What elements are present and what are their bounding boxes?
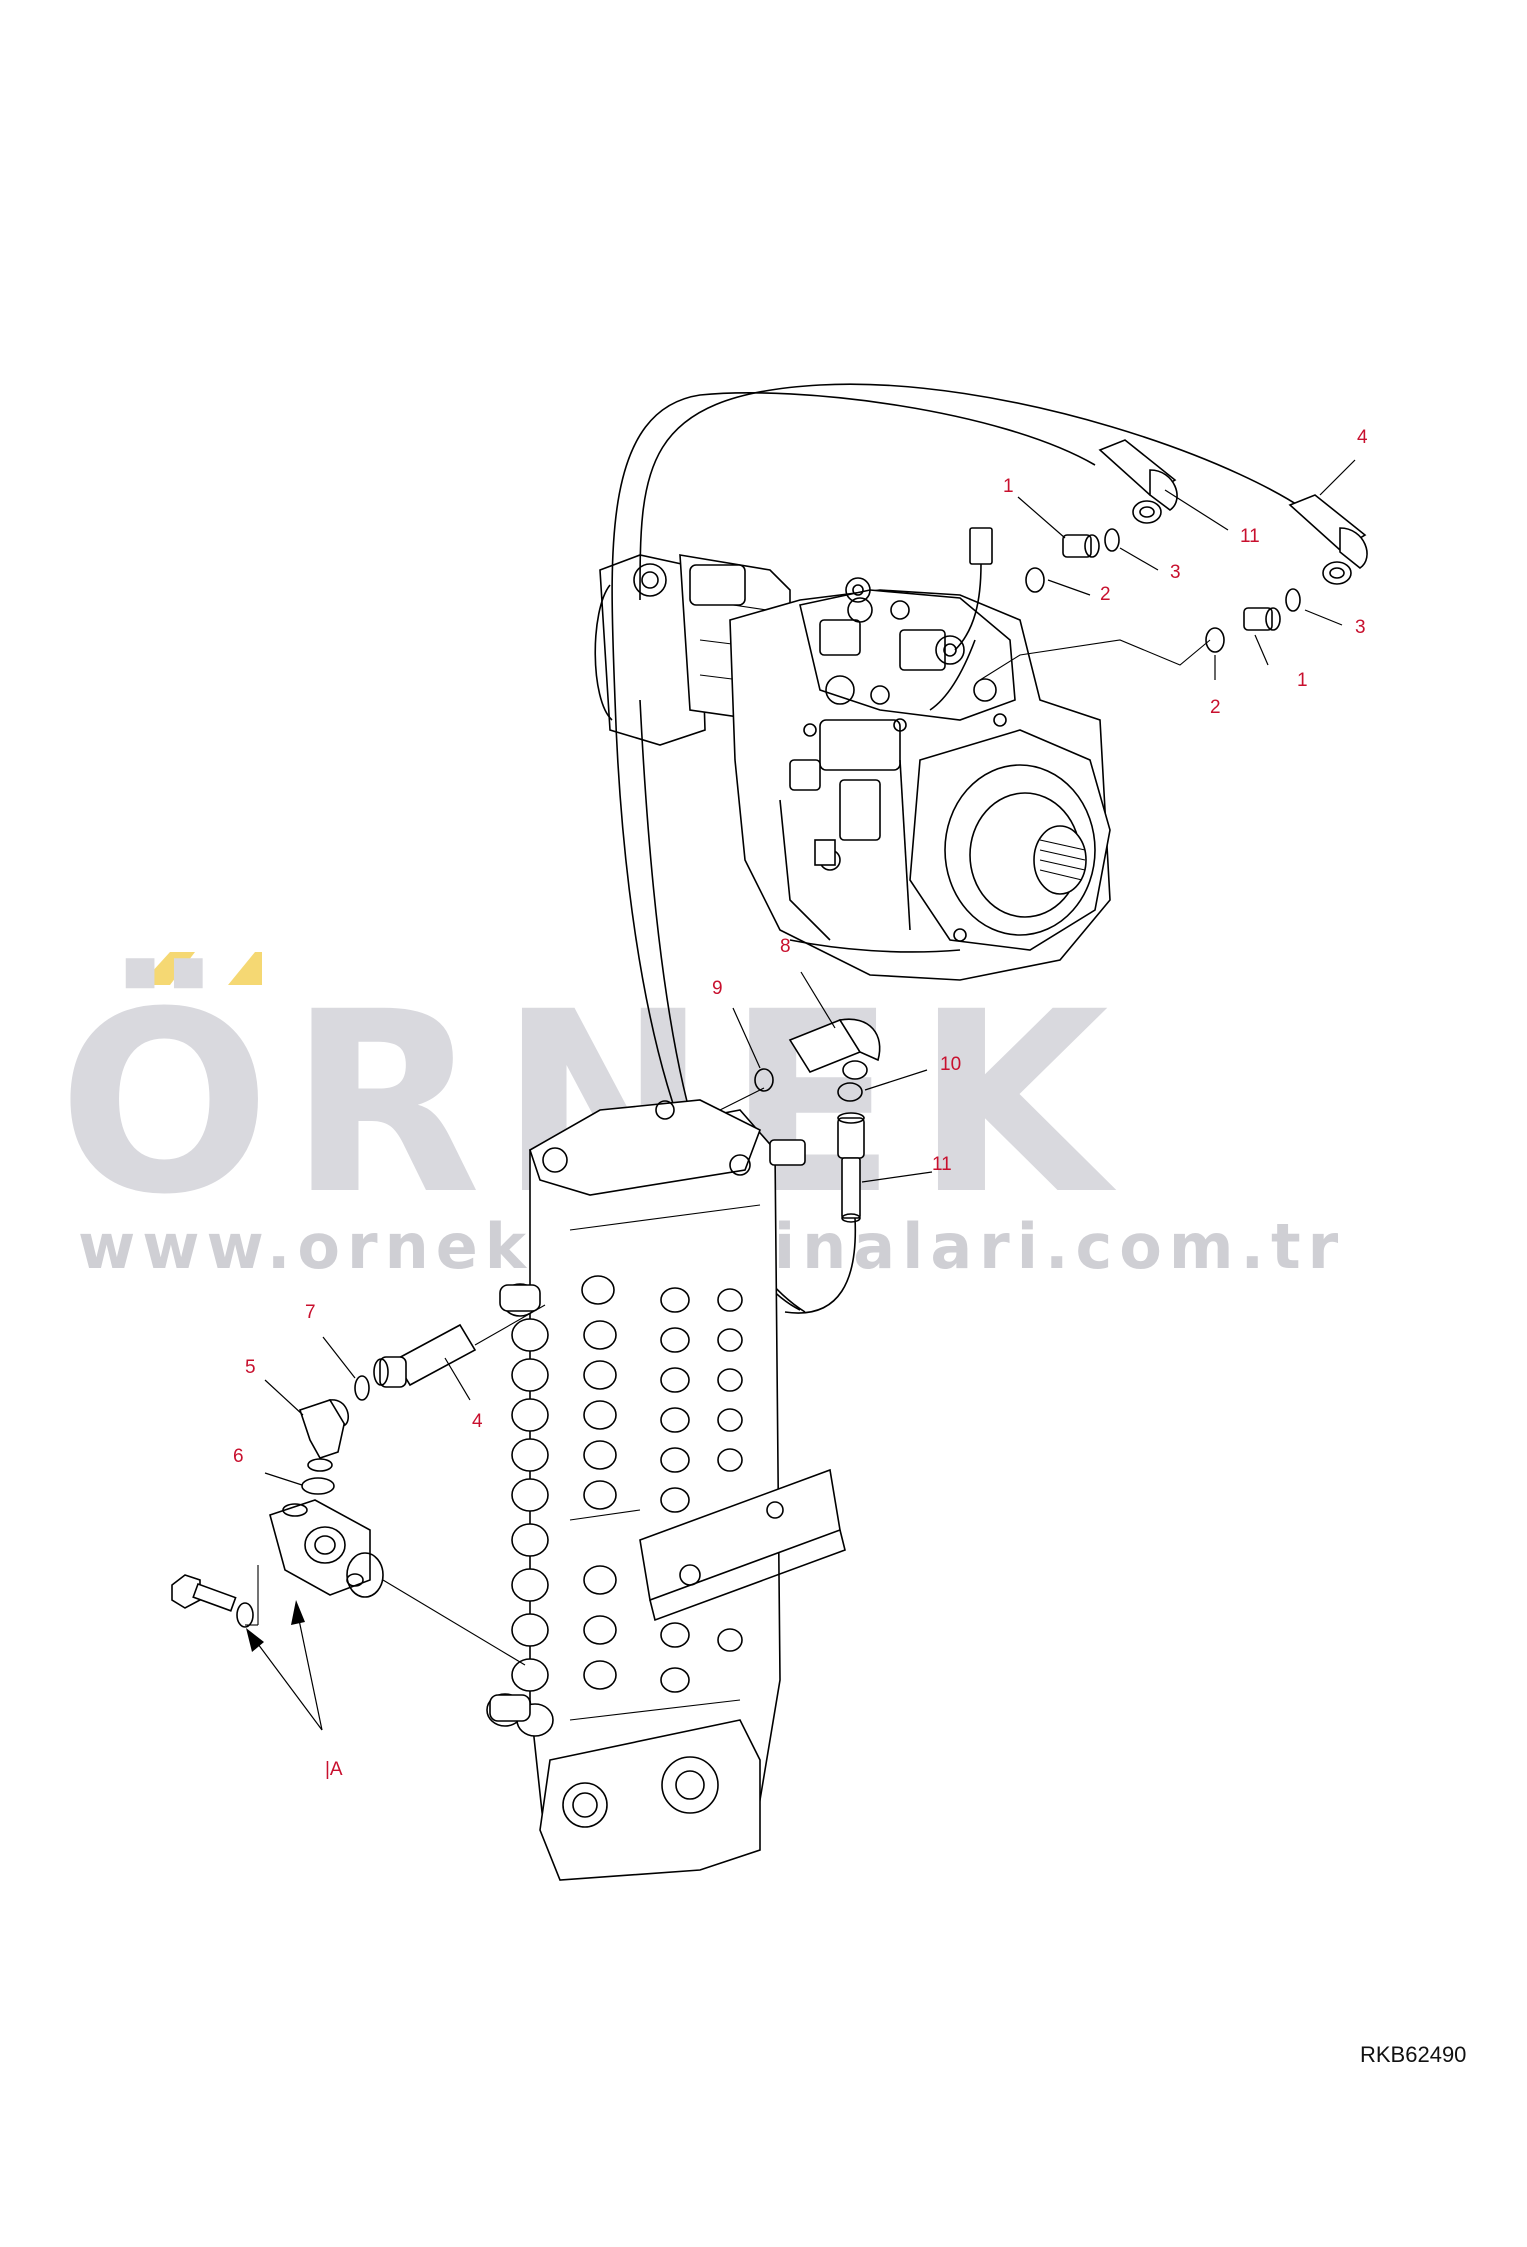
middle-fittings — [719, 1018, 881, 1223]
left-fittings — [171, 1304, 546, 1666]
callout-7: 7 — [305, 1302, 316, 1323]
callout-2b: 2 — [1210, 697, 1221, 718]
callout-3b: 3 — [1355, 617, 1366, 638]
callout-4a: 4 — [1357, 427, 1368, 448]
watermark-accent-right — [228, 952, 262, 985]
callout-ref-a: |A — [325, 1759, 343, 1780]
callout-1a: 1 — [1003, 476, 1014, 497]
callout-10: 10 — [940, 1054, 961, 1075]
callout-11a: 11 — [1240, 526, 1260, 547]
valve-spools — [486, 1275, 743, 1737]
hydraulic-pump — [594, 527, 1111, 981]
control-valve — [486, 1099, 846, 1881]
callout-1b: 1 — [1297, 670, 1308, 691]
watermark-accent-left — [140, 952, 195, 985]
callout-6: 6 — [233, 1446, 244, 1467]
callout-4b: 4 — [472, 1411, 483, 1432]
callouts: 1 1 2 2 3 3 4 4 5 6 7 8 9 10 11 11 |A — [233, 427, 1368, 1780]
callout-8: 8 — [780, 936, 791, 957]
callout-5: 5 — [245, 1357, 256, 1378]
callout-3a: 3 — [1170, 562, 1181, 583]
callout-2a: 2 — [1100, 584, 1111, 605]
callout-11b: 11 — [932, 1154, 952, 1175]
ref-a-arrows — [246, 1600, 323, 1731]
drawing-reference-code: RKB62490 — [1360, 2042, 1466, 2067]
callout-9: 9 — [712, 978, 723, 999]
upper-fittings — [979, 439, 1368, 681]
leader-lines — [264, 459, 1356, 1486]
